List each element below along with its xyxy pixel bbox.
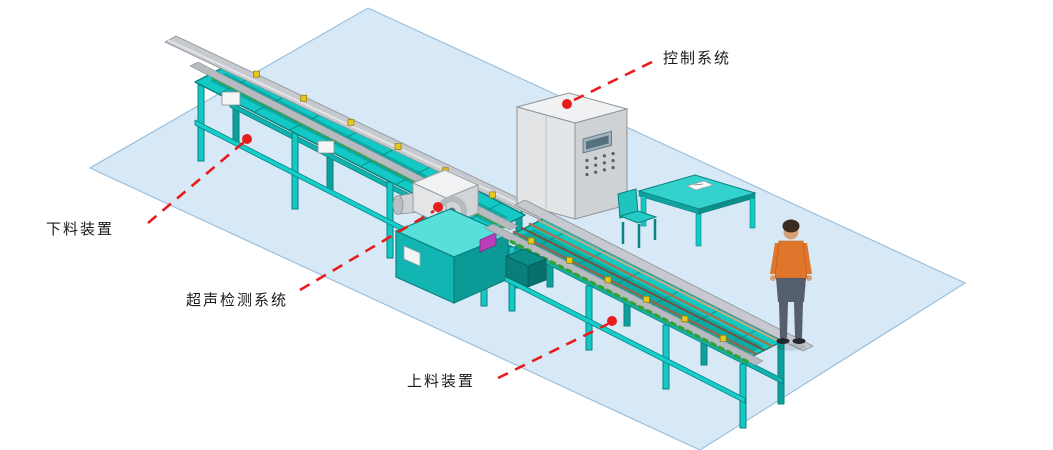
control-cabinet	[515, 92, 629, 220]
guide-rail-right	[514, 199, 814, 352]
ultrasonic-detection-unit	[392, 169, 510, 304]
label-control-system: 控制系统	[663, 49, 732, 67]
pipes	[512, 219, 781, 356]
person-torso	[774, 240, 808, 279]
chair	[617, 188, 658, 248]
cabinet-panel	[582, 130, 615, 177]
dot-ultrasonic-system	[433, 202, 443, 212]
person-hips	[776, 278, 806, 302]
paper-on-table	[685, 180, 715, 191]
operator-person	[770, 219, 812, 351]
leader-control-system	[573, 60, 653, 102]
feed-motor	[505, 248, 547, 288]
label-unloading-device: 下料装置	[46, 220, 115, 238]
leader-unloading-device	[147, 141, 245, 224]
person-leg-left	[779, 302, 788, 338]
dot-unloading-device	[242, 134, 252, 144]
label-loading-device: 上料装置	[407, 372, 476, 390]
magenta-module	[479, 232, 497, 253]
leader-loading-device	[497, 322, 609, 380]
leader-dots	[242, 99, 617, 326]
dot-loading-device	[607, 316, 617, 326]
loading-conveyor	[484, 199, 814, 429]
dot-control-system	[562, 99, 572, 109]
person-leg-right	[794, 302, 803, 338]
leader-lines	[147, 60, 653, 380]
leader-ultrasonic-system	[299, 209, 435, 292]
label-ultrasonic-system: 超声检测系统	[186, 291, 289, 309]
operator-table	[637, 174, 757, 247]
